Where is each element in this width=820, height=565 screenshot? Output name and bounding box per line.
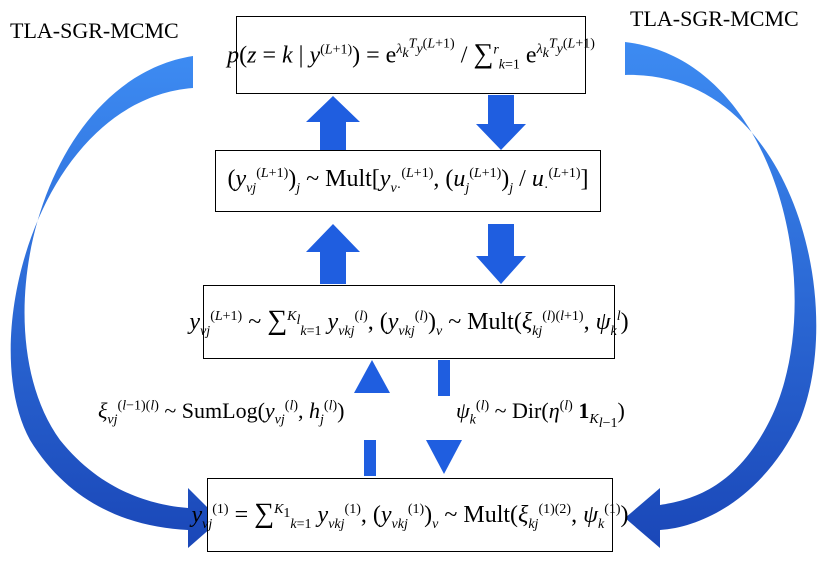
formula-box-3: yvj(L+1) ~ ∑Klk=1 yvkj(l), (yvkj(l))v ~ … (189, 285, 629, 359)
formula-box-4-content: yvj(1) = ∑K1k=1 yvkj(1), (yvkj(1))v ~ Mu… (191, 497, 629, 532)
formula-box-4: yvj(1) = ∑K1k=1 yvkj(1), (yvkj(1))v ~ Mu… (191, 478, 629, 552)
up-arrow-box2-to-box1 (306, 96, 360, 150)
up-arrow-box3-to-box2 (306, 224, 360, 284)
down-arrow-box2-to-box3 (476, 224, 526, 284)
right-title-label: TLA-SGR-MCMC (630, 6, 799, 31)
formula-box-2: (yvj(L+1))j ~ Mult[yv·(L+1), (uj(L+1))j … (215, 150, 601, 212)
formula-box-1: p(z = k | y(L+1)) = eλkTy(L+1) / ∑rk=1 e… (227, 16, 595, 94)
formula-box-3-content: yvj(L+1) ~ ∑Klk=1 yvkj(l), (yvkj(l))v ~ … (189, 304, 629, 339)
up-arrow-box4-to-box3 (354, 360, 390, 476)
right-curved-arrow (625, 42, 817, 548)
formula-box-1-content: p(z = k | y(L+1)) = eλkTy(L+1) / ∑rk=1 e… (227, 36, 595, 73)
formula-box-2-content: (yvj(L+1))j ~ Mult[yv·(L+1), (uj(L+1))j … (227, 165, 589, 196)
down-arrow-box3-to-box4 (426, 360, 462, 474)
left-title-label: TLA-SGR-MCMC (10, 18, 179, 43)
sumlog-formula: ξvj(l−1)(l) ~ SumLog(yvj(l), hj(l)) (98, 398, 345, 428)
left-curved-arrow (10, 56, 221, 548)
down-arrow-box1-to-box2 (476, 95, 526, 150)
dirichlet-formula: ψk(l) ~ Dir(η(l) 1Kl−1) (456, 398, 625, 432)
